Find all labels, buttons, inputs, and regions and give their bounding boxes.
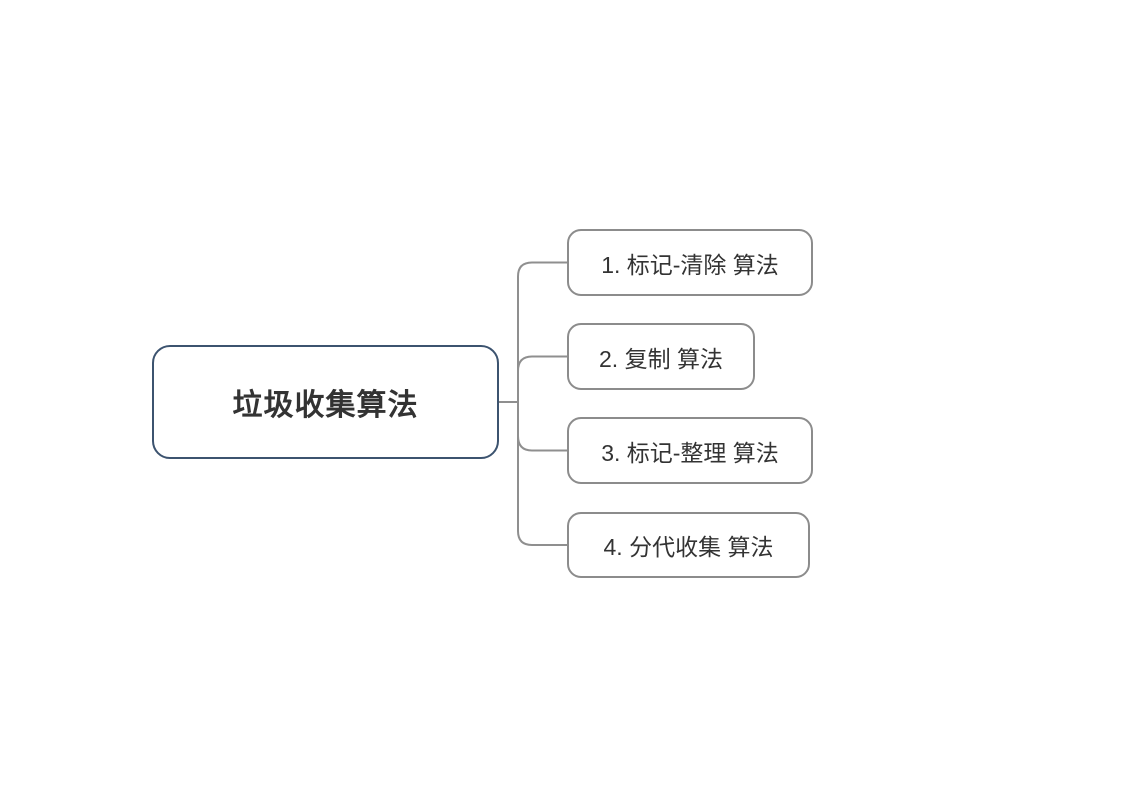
root-node-label: 垃圾收集算法 [232, 389, 419, 422]
child-node-label: 4. 分代收集 算法 [603, 534, 774, 560]
connector-branch-2 [517, 355, 567, 372]
connector-trunk [517, 261, 567, 546]
child-node-mark-sweep[interactable]: 1. 标记-清除 算法 [567, 229, 813, 296]
root-node[interactable]: 垃圾收集算法 [152, 345, 499, 459]
child-node-label: 3. 标记-整理 算法 [601, 439, 779, 466]
child-node-generational[interactable]: 4. 分代收集 算法 [567, 512, 810, 578]
child-node-label: 1. 标记-清除 算法 [601, 251, 779, 278]
connector-branch-3 [517, 435, 567, 452]
child-node-mark-compact[interactable]: 3. 标记-整理 算法 [567, 417, 813, 484]
child-node-copy[interactable]: 2. 复制 算法 [567, 323, 755, 390]
child-node-label: 2. 复制 算法 [599, 345, 723, 372]
